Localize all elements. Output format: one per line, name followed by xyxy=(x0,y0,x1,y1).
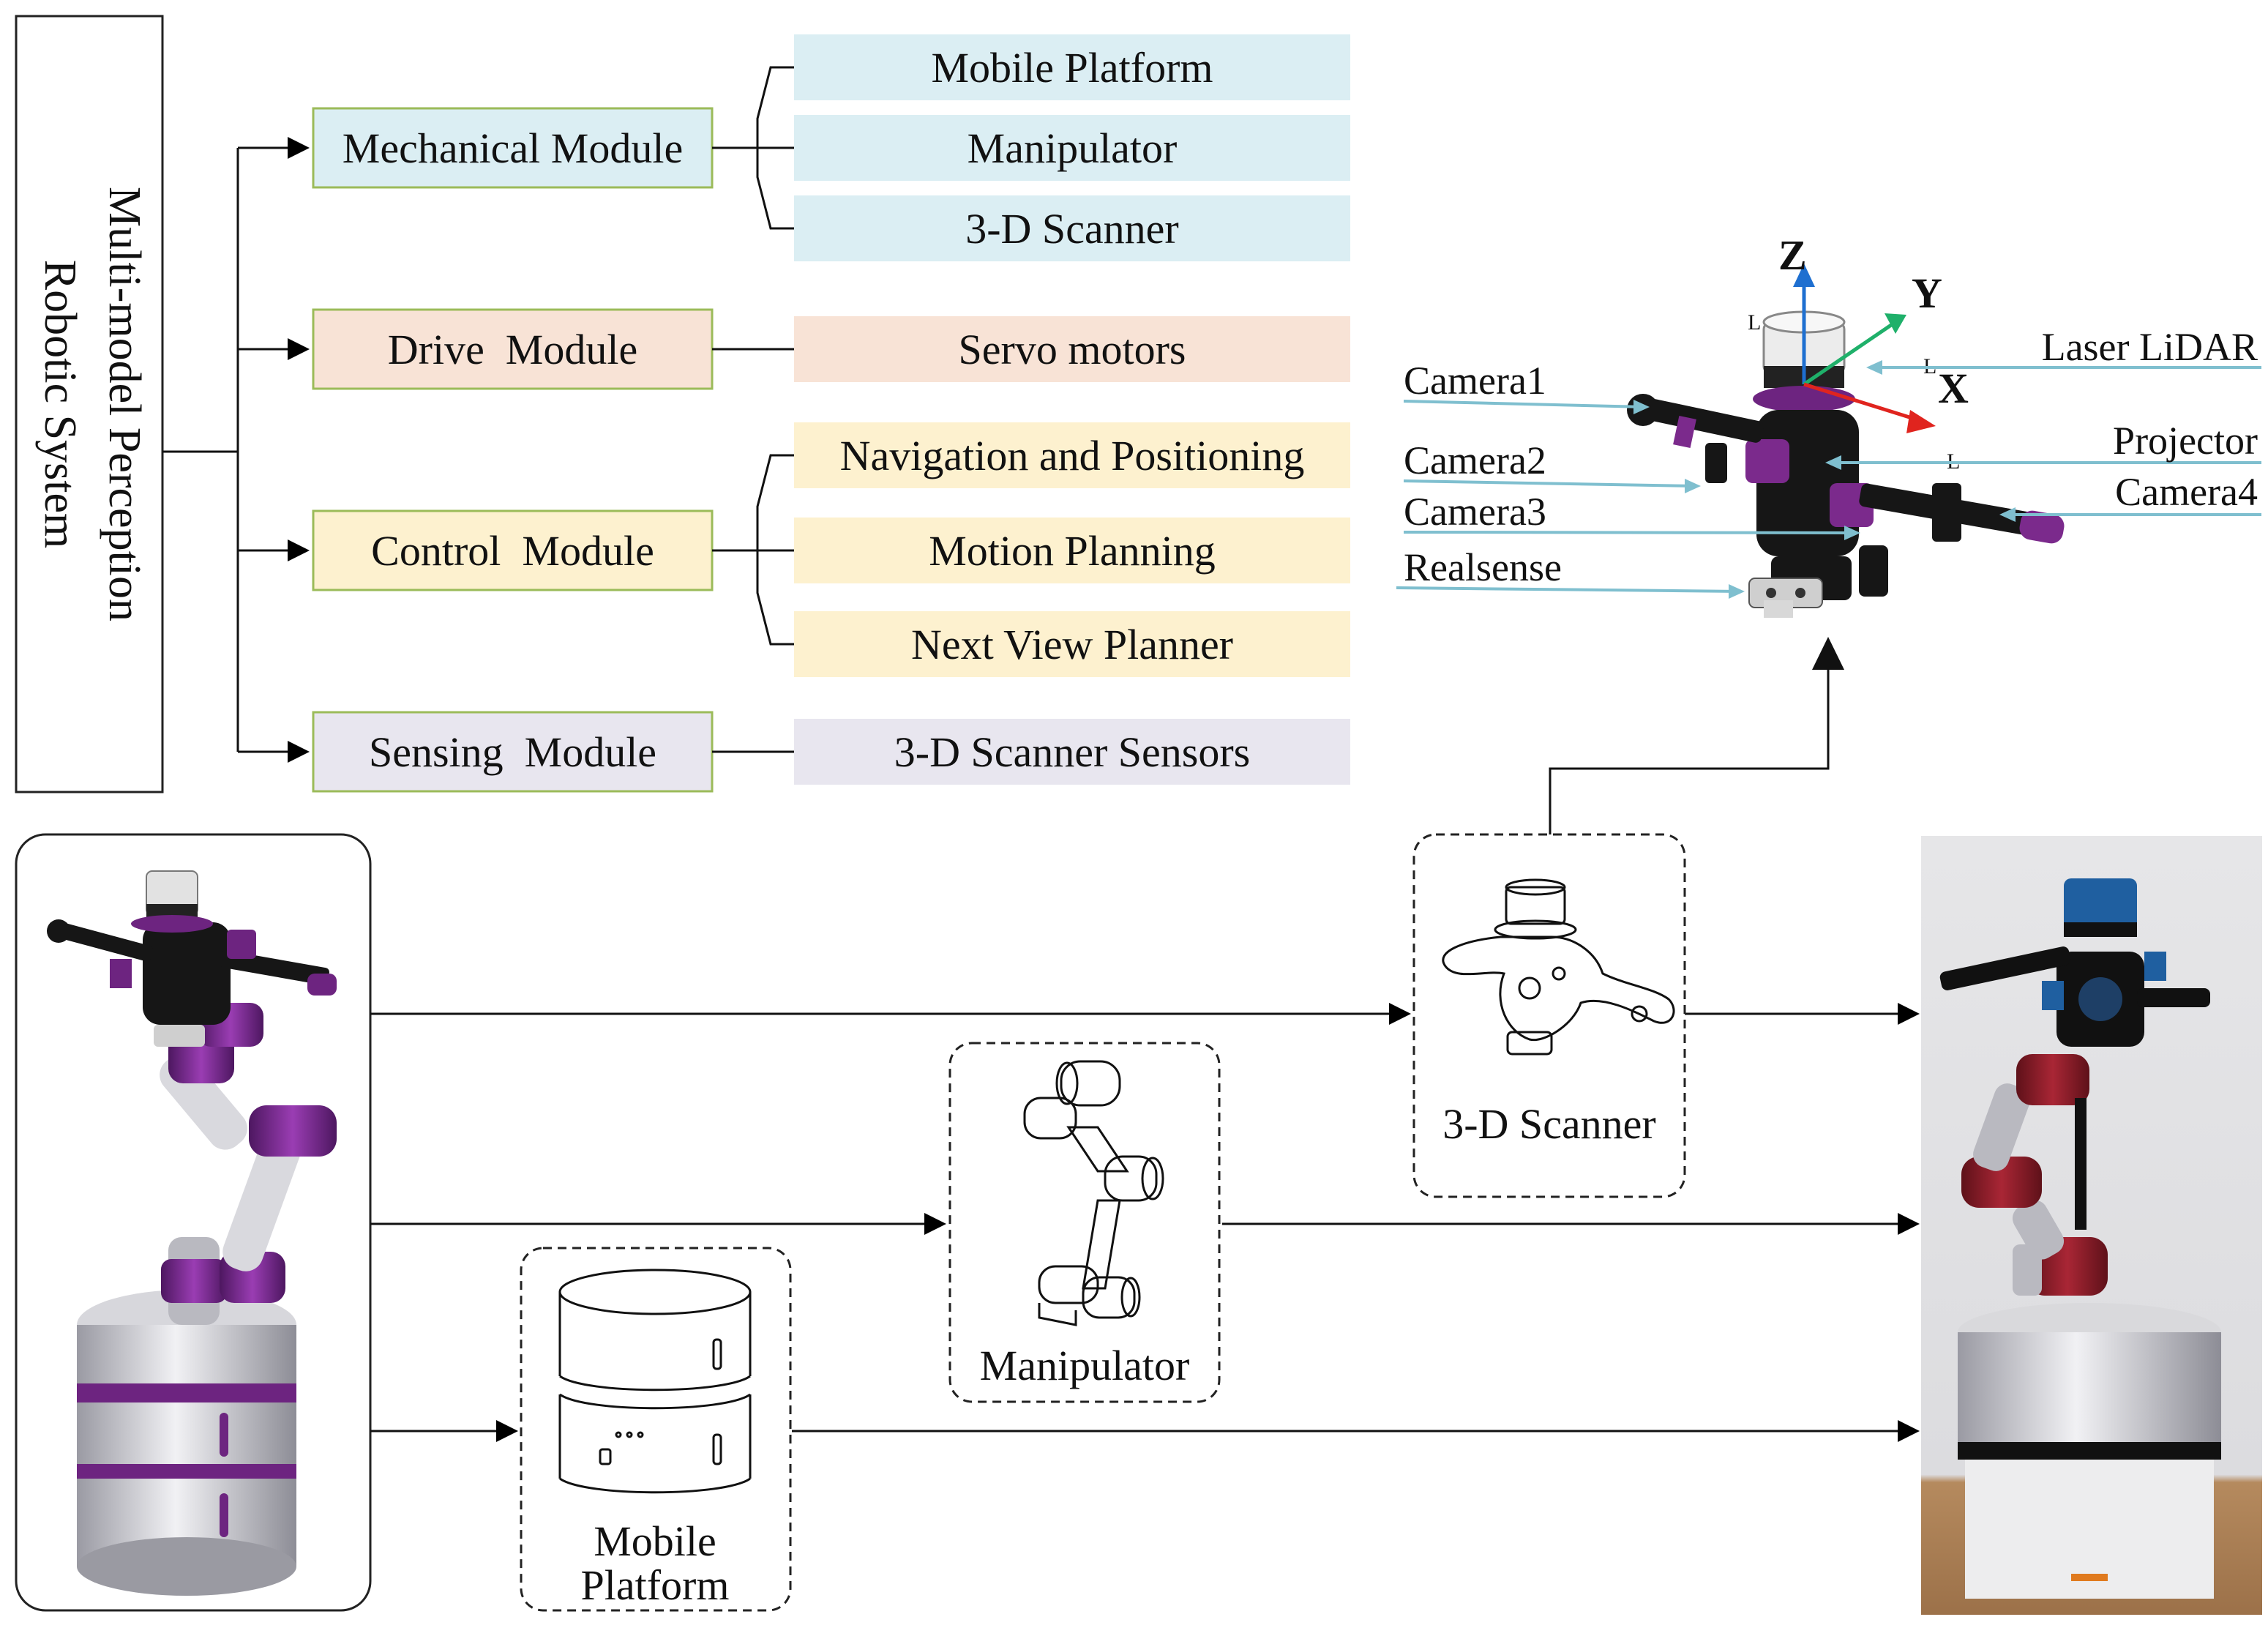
system-title-box: Multi-model Perception Robotic System xyxy=(15,15,164,793)
module-box xyxy=(312,509,714,591)
pipeline-arrows xyxy=(370,1003,1920,1442)
scanner-detail: Z L Y L X L Camera1 Camera2 xyxy=(1396,231,2261,618)
system-title-line2: Robotic System xyxy=(35,260,85,548)
module-box xyxy=(312,308,714,390)
label-projector: Projector xyxy=(2113,419,2258,463)
module-box xyxy=(312,711,714,793)
module-label: Drive Module xyxy=(388,326,638,373)
x-axis xyxy=(1803,382,1922,423)
module-item-box xyxy=(794,316,1350,382)
module-item-box xyxy=(794,115,1350,181)
module-item-box xyxy=(794,518,1350,583)
label-laser-lidar: Laser LiDAR xyxy=(2042,325,2258,369)
real-robot-photo xyxy=(1921,836,2262,1615)
scanner-leader-lines xyxy=(1396,366,2261,593)
cad-robot-panel xyxy=(15,833,372,1612)
module-item-box xyxy=(794,719,1350,785)
module-label: Control Module xyxy=(371,527,654,575)
module-item-box xyxy=(794,422,1350,488)
module-item-label: Mobile Platform xyxy=(931,44,1213,91)
module-item-label: Next View Planner xyxy=(911,621,1233,668)
sketch-manipulator: Manipulator xyxy=(948,1042,1221,1403)
label-camera4: Camera4 xyxy=(2115,470,2258,514)
module-1: Drive Module Servo motors xyxy=(312,308,1350,390)
axis-z-sub: L xyxy=(1748,310,1761,335)
sketch-3d-scanner: 3-D Scanner xyxy=(1412,833,1686,1198)
scanner-leader-arrowheads xyxy=(1633,360,2016,599)
sketch-mobile-platform: Mobile Platform xyxy=(520,1247,792,1612)
module-item-label: Servo motors xyxy=(959,326,1186,373)
module-item-label: Manipulator xyxy=(968,124,1178,172)
label-realsense: Realsense xyxy=(1404,545,1562,589)
axis-x-label: X xyxy=(1938,365,1969,412)
axis-y-label: Y xyxy=(1912,269,1942,317)
module-label: Mechanical Module xyxy=(343,124,683,172)
module-item-label: Navigation and Positioning xyxy=(840,432,1305,479)
scanner-to-detail-connector xyxy=(1549,655,1830,834)
sketch-platform-label-line1: Mobile xyxy=(594,1517,716,1565)
sketch-scanner-label: 3-D Scanner xyxy=(1442,1100,1656,1148)
label-camera3: Camera3 xyxy=(1404,490,1546,534)
module-label: Sensing Module xyxy=(369,728,656,776)
module-item-label: 3-D Scanner xyxy=(965,205,1179,253)
module-2: Control Module Navigation and Positioning… xyxy=(312,422,1350,677)
sketch-manipulator-label: Manipulator xyxy=(980,1342,1190,1389)
module-tree-connectors xyxy=(162,137,310,763)
y-axis xyxy=(1803,320,1897,386)
system-title-line1: Multi-model Perception xyxy=(100,187,149,621)
module-item-box xyxy=(794,611,1350,677)
label-camera1: Camera1 xyxy=(1404,359,1546,403)
sketch-platform-label-line2: Platform xyxy=(581,1561,730,1609)
axis-z-label: Z xyxy=(1778,231,1807,279)
module-item-box xyxy=(794,34,1350,100)
cad-robot-render xyxy=(47,870,337,1596)
module-item-box xyxy=(794,195,1350,261)
module-item-label: 3-D Scanner Sensors xyxy=(894,728,1250,776)
module-3: Sensing Module 3-D Scanner Sensors xyxy=(312,711,1350,793)
module-0: Mechanical Module Mobile PlatformManipula… xyxy=(312,34,1350,261)
detail-arrowhead xyxy=(1812,637,1844,670)
modules-layer: Mechanical Module Mobile PlatformManipula… xyxy=(312,34,1350,793)
label-camera2: Camera2 xyxy=(1404,438,1546,482)
module-item-label: Motion Planning xyxy=(929,527,1216,575)
scanner-body-illustration xyxy=(1627,310,2065,618)
